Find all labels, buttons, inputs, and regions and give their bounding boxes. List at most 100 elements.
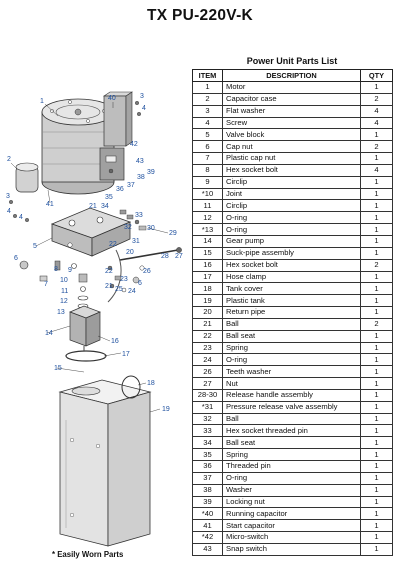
callout-label: 42 xyxy=(130,141,138,148)
item-qty: 1 xyxy=(360,81,393,94)
callout-label: 35 xyxy=(105,194,113,201)
item-description: Start capacitor xyxy=(222,519,361,533)
item-qty: 1 xyxy=(360,471,393,485)
item-number: *13 xyxy=(192,223,223,236)
item-number: 23 xyxy=(192,341,223,355)
item-description: Spring xyxy=(222,448,361,461)
callout-label: 28 xyxy=(161,253,169,260)
screws-and-washers xyxy=(8,100,141,222)
item-number: *42 xyxy=(192,531,223,544)
callout-label: 12 xyxy=(60,298,68,305)
callout-label: 21 xyxy=(89,203,97,210)
o-ring xyxy=(65,350,107,362)
item-qty: 1 xyxy=(360,187,393,201)
callout-label: 23 xyxy=(120,276,128,283)
fittings xyxy=(19,260,145,309)
item-qty: 1 xyxy=(360,507,393,521)
item-description: O-ring xyxy=(222,223,361,236)
callout-label: 10 xyxy=(60,277,68,284)
release-handle xyxy=(119,247,182,261)
item-number: 28-30 xyxy=(192,388,223,402)
header-qty: QTY xyxy=(360,69,393,82)
item-description: Snap switch xyxy=(222,542,361,556)
item-qty: 1 xyxy=(360,365,393,379)
callout-label: 13 xyxy=(57,309,65,316)
item-description: Spring xyxy=(222,341,361,355)
callout-label: 6 xyxy=(138,280,142,287)
item-description: Joint xyxy=(222,187,361,201)
parts-table-header: ITEM DESCRIPTION QTY xyxy=(192,69,393,82)
exploded-parts-diagram: 1403424243393837363534214134433323031295… xyxy=(6,91,183,547)
item-qty: 2 xyxy=(360,317,393,331)
item-qty: 1 xyxy=(360,270,393,284)
item-qty: 1 xyxy=(360,388,393,402)
callout-label: 36 xyxy=(116,186,124,193)
item-description: Micro-switch xyxy=(222,531,361,544)
item-description: O-ring xyxy=(222,211,361,225)
item-qty: 1 xyxy=(360,542,393,556)
header-description: DESCRIPTION xyxy=(222,69,361,82)
callout-label: 19 xyxy=(162,406,170,413)
item-description: Ball xyxy=(222,317,361,331)
item-qty: 1 xyxy=(360,329,393,343)
callout-label: 29 xyxy=(169,230,177,237)
header-item: ITEM xyxy=(192,69,223,82)
item-description: Cap nut xyxy=(222,140,361,154)
item-qty: 1 xyxy=(360,436,393,450)
item-number: *31 xyxy=(192,400,223,414)
item-qty: 1 xyxy=(360,199,393,213)
item-qty: 1 xyxy=(360,531,393,544)
item-number: 27 xyxy=(192,377,223,390)
item-description: Valve block xyxy=(222,128,361,142)
item-qty: 1 xyxy=(360,282,393,296)
easily-worn-footnote: * Easily Worn Parts xyxy=(52,550,124,559)
item-number: 3 xyxy=(192,104,223,118)
callout-label: 43 xyxy=(136,158,144,165)
callout-label: 33 xyxy=(135,212,143,219)
item-number: 12 xyxy=(192,211,223,225)
item-description: Hose clamp xyxy=(222,270,361,284)
item-number: 15 xyxy=(192,246,223,260)
item-description: Pressure release valve assembly xyxy=(222,400,361,414)
item-number: 17 xyxy=(192,270,223,284)
item-description: Threaded pin xyxy=(222,460,361,473)
callout-label: 41 xyxy=(46,201,54,208)
callout-label: 9 xyxy=(68,267,72,274)
item-number: 19 xyxy=(192,294,223,308)
item-qty: 1 xyxy=(360,412,393,426)
callout-label: 4 xyxy=(19,214,23,221)
callout-label: 2 xyxy=(7,156,11,163)
start-capacitor xyxy=(15,162,39,193)
callout-label: 15 xyxy=(54,365,62,372)
item-number: 7 xyxy=(192,152,223,165)
item-number: 43 xyxy=(192,542,223,556)
item-description: Flat washer xyxy=(222,104,361,118)
item-description: Ball xyxy=(222,412,361,426)
motor-illustration xyxy=(41,98,115,195)
item-number: *10 xyxy=(192,187,223,201)
item-number: 41 xyxy=(192,519,223,533)
release-valve-parts xyxy=(119,209,147,231)
item-description: Ball seat xyxy=(222,436,361,450)
item-number: 22 xyxy=(192,329,223,343)
item-description: Ball seat xyxy=(222,329,361,343)
item-number: 2 xyxy=(192,92,223,106)
